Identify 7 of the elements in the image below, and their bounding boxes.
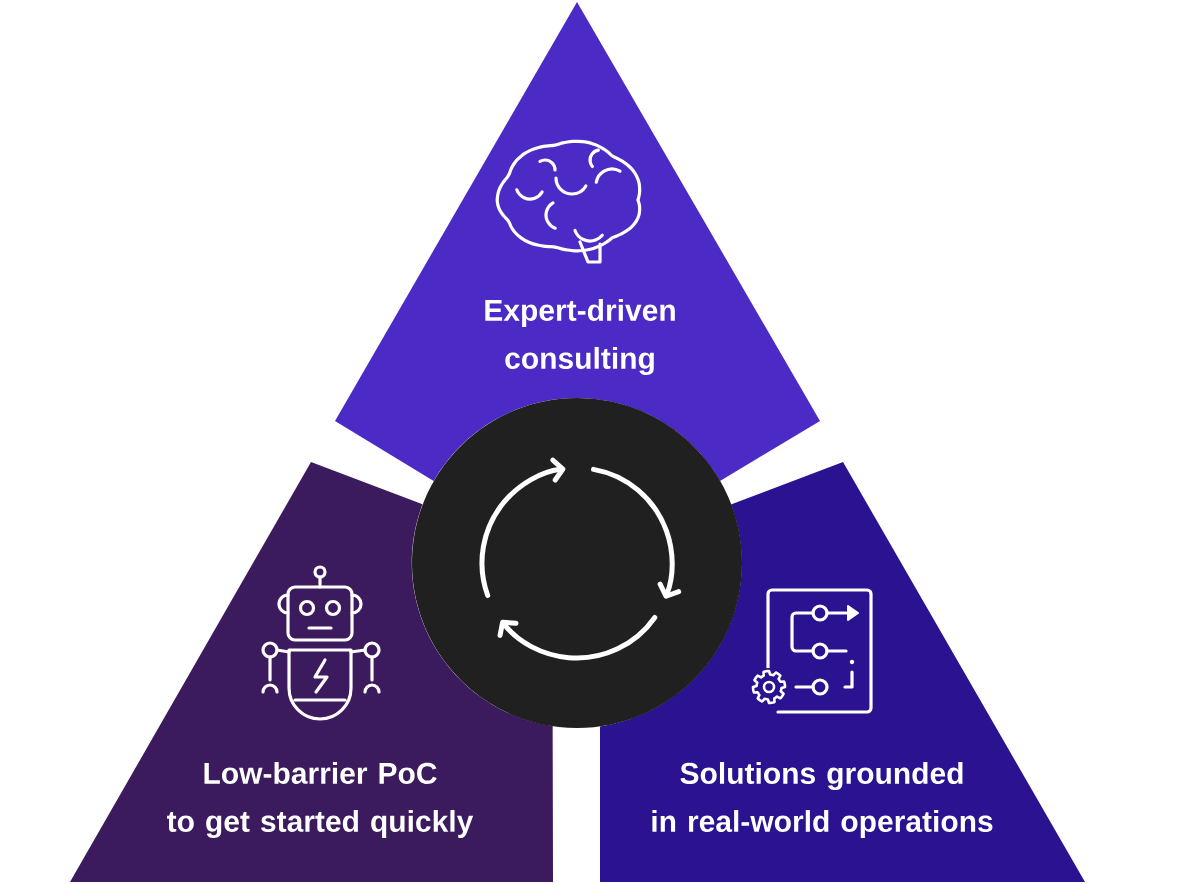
trapezoid-panel (70, 462, 553, 882)
trapezoid-panel (600, 462, 1085, 882)
panel-label: Solutions grounded in real-world operations (652, 762, 993, 838)
triangle-panel (335, 2, 820, 481)
circle-background (412, 398, 742, 728)
panel-label: Expert-driven consulting (485, 298, 675, 376)
panel-label: Low-barrier PoC to get started quickly (167, 761, 474, 839)
